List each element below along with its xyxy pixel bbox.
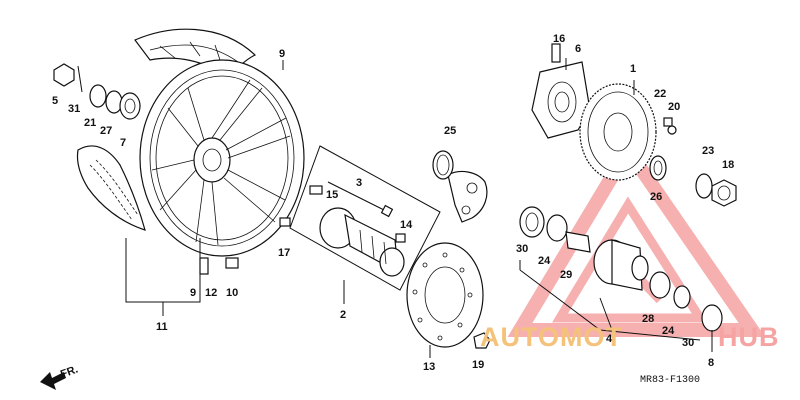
axle-nut (711, 179, 737, 207)
diagram-code: MR83-F1300 (640, 375, 700, 386)
washer (695, 173, 713, 199)
callout-17: 17 (278, 247, 290, 259)
callout-10: 10 (226, 287, 238, 299)
callout-7: 7 (120, 137, 126, 149)
bearing-left (519, 206, 568, 242)
hub-assembly-box (289, 145, 441, 291)
callout-25: 25 (444, 125, 456, 137)
callout-6: 6 (575, 43, 581, 55)
final-driven-hub (593, 239, 649, 291)
callout-5: 5 (52, 95, 58, 107)
left-small-parts (53, 63, 141, 120)
rear-axle (327, 181, 394, 218)
callout-24b: 24 (662, 325, 675, 337)
rear-fender-lower (76, 145, 146, 231)
brake-disc (406, 242, 484, 348)
callout-19: 19 (472, 359, 484, 371)
callout-20: 20 (668, 101, 680, 113)
caliper-bracket (432, 150, 488, 223)
callout-4: 4 (606, 333, 613, 345)
callout-1: 1 (630, 63, 636, 75)
callout-29: 29 (560, 269, 572, 281)
rear-wheel (139, 59, 305, 257)
callout-3: 3 (356, 177, 362, 189)
front-direction-arrow: FR. (40, 363, 80, 390)
callout-24a: 24 (538, 255, 551, 267)
hub-flange (319, 207, 405, 277)
small-bolts (199, 117, 677, 349)
callout-27: 27 (100, 125, 112, 137)
watermark-text: AUTOMOT HUB (480, 322, 780, 352)
driven-sprocket (579, 83, 657, 181)
watermark-text-right: HUB (718, 322, 780, 352)
distance-collar (565, 231, 591, 253)
callout-2: 2 (340, 309, 346, 321)
callouts: 1 2 3 4 5 6 7 8 9 9 10 11 12 13 14 15 16… (52, 33, 734, 373)
leader-lines (125, 58, 713, 358)
callout-22: 22 (654, 88, 666, 100)
callout-13: 13 (423, 361, 435, 373)
direction-label: FR. (59, 363, 80, 380)
callout-9a: 9 (279, 48, 285, 60)
seal-26 (649, 155, 667, 181)
callout-31: 31 (68, 103, 80, 115)
watermark-text-left: AUTOMOT (480, 322, 623, 352)
driven-flange (531, 43, 591, 139)
callout-30b: 30 (682, 337, 694, 349)
callout-28: 28 (642, 313, 654, 325)
callout-18: 18 (722, 159, 734, 171)
callout-16: 16 (553, 33, 565, 45)
callout-8: 8 (708, 357, 714, 369)
callout-14: 14 (400, 219, 413, 231)
callout-21: 21 (84, 117, 96, 129)
callout-30a: 30 (516, 243, 528, 255)
callout-9b: 9 (190, 287, 196, 299)
callout-11: 11 (156, 321, 168, 333)
callout-23: 23 (702, 145, 714, 157)
callout-26: 26 (650, 191, 662, 203)
callout-15: 15 (326, 189, 338, 201)
callout-12: 12 (205, 287, 217, 299)
